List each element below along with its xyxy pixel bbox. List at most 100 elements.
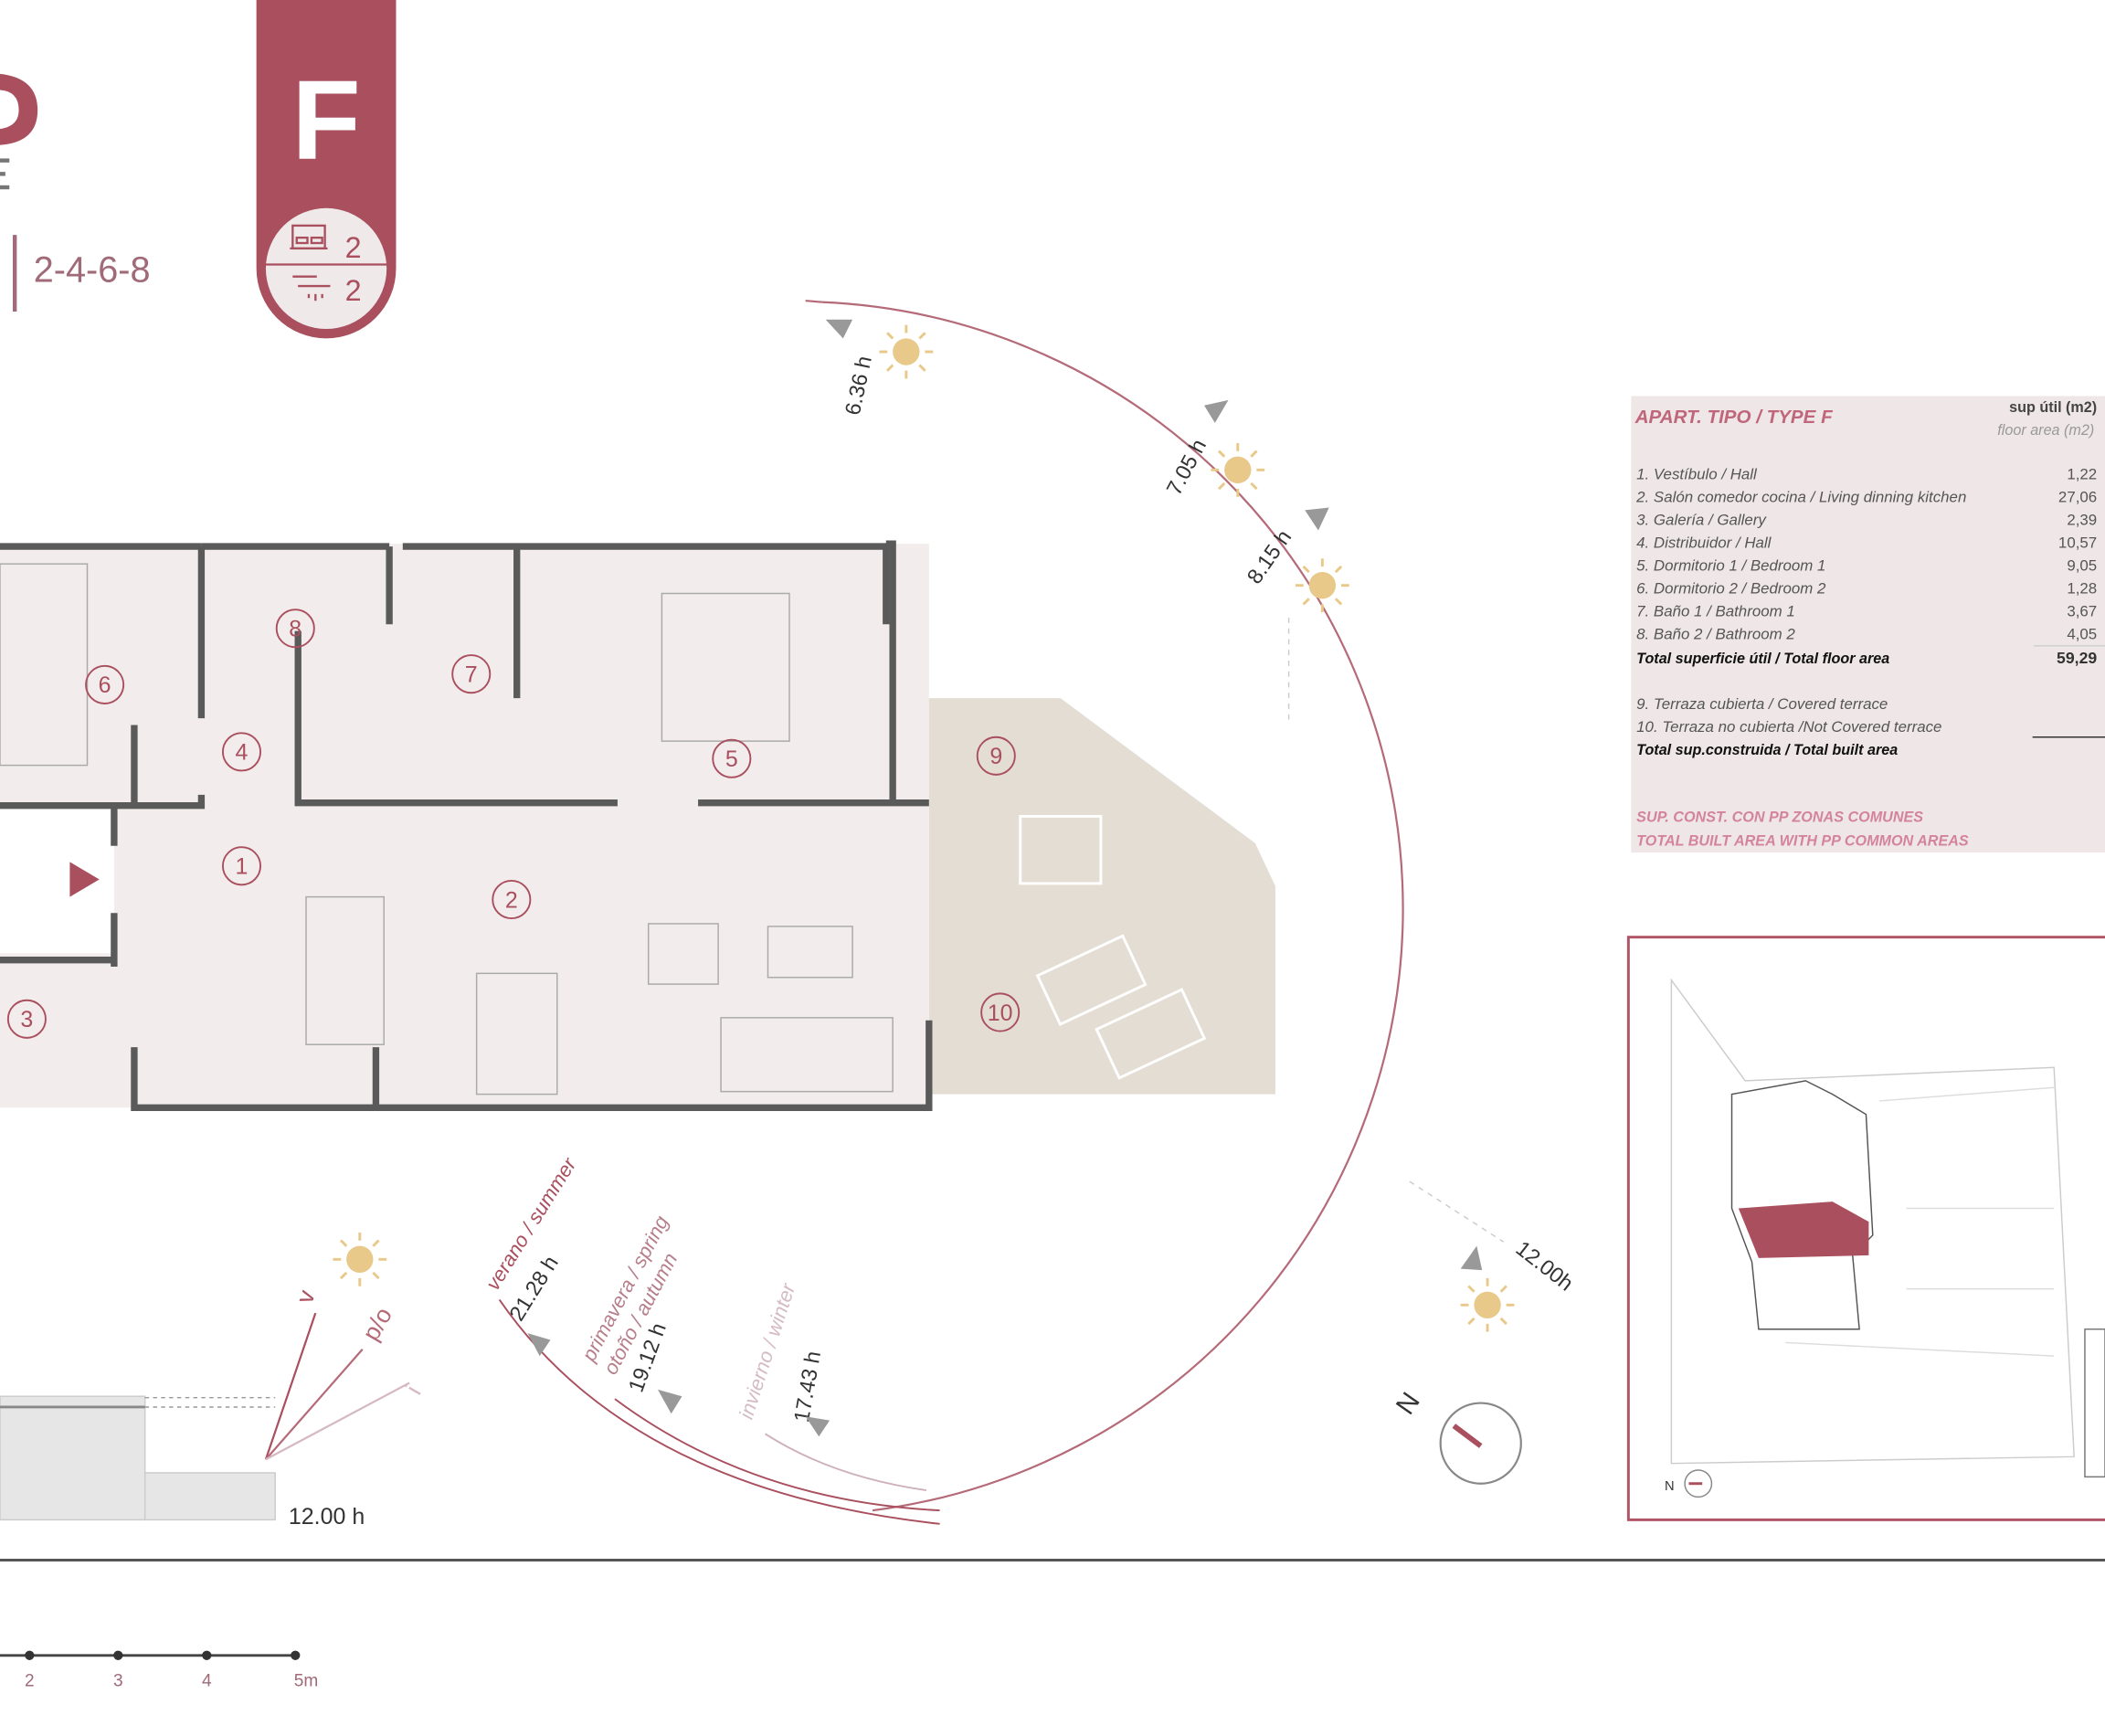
- floors-label: 2-4-6-8: [34, 250, 151, 291]
- svg-text:7.05 h: 7.05 h: [1162, 435, 1211, 499]
- terrace-row: 10. Terraza no cubierta /Not Covered ter…: [1636, 718, 1941, 736]
- svg-text:2,39: 2,39: [2067, 512, 2097, 529]
- type-badge: F 2 2: [256, 0, 397, 339]
- sun-icon: [1211, 442, 1265, 497]
- svg-text:1: 1: [236, 854, 249, 880]
- table-title: APART. TIPO / TYPE F: [1634, 407, 1833, 428]
- svg-text:9,05: 9,05: [2067, 557, 2097, 575]
- bathroom-count: 2: [345, 274, 362, 307]
- shower-icon: [292, 275, 331, 302]
- terrace-area: [893, 698, 1275, 1095]
- ray-label-winter: i: [400, 1381, 427, 1399]
- svg-text:invierno / winter: invierno / winter: [735, 1279, 800, 1422]
- svg-text:3: 3: [20, 1007, 33, 1032]
- svg-text:sup útil (m2): sup útil (m2): [2009, 399, 2097, 416]
- svg-text:4,05: 4,05: [2067, 625, 2097, 642]
- table-row: 5. Dormitorio 1 / Bedroom 1 9,05: [1636, 557, 2097, 575]
- total-floor-label: Total superficie útil / Total floor area: [1636, 651, 1889, 667]
- total-built-label: Total sup.construida / Total built area: [1636, 742, 1898, 758]
- site-plan: N: [1626, 936, 2105, 1521]
- scale-tick-label: 4: [202, 1672, 212, 1691]
- site-north-label: N: [1665, 1479, 1675, 1494]
- sun-icon: [879, 324, 934, 379]
- ray-label-spring-autumn: p/o: [357, 1303, 397, 1346]
- time-marker: 7.05 h: [1162, 399, 1229, 499]
- spring-arc: [614, 1398, 940, 1512]
- winter-arc: [765, 1433, 927, 1492]
- room-number-8: 8: [275, 609, 315, 649]
- svg-text:8: 8: [289, 617, 301, 642]
- logo-fragment: [0, 73, 38, 190]
- summer-arc: [498, 1298, 940, 1525]
- room-number-2: 2: [492, 880, 532, 920]
- apartment-location-highlight: [1738, 1201, 1869, 1258]
- total-floor-value: 59,29: [2057, 649, 2097, 667]
- room-number-10: 10: [980, 992, 1021, 1032]
- svg-text:2. Salón comedor cocina / Livi: 2. Salón comedor cocina / Living dinning…: [1635, 489, 1966, 506]
- apartment-interior: [0, 544, 929, 1108]
- svg-text:4. Distribuidor / Hall: 4. Distribuidor / Hall: [1636, 535, 1772, 552]
- svg-text:8.15 h: 8.15 h: [1243, 525, 1296, 587]
- scale-tick-label: 3: [113, 1672, 123, 1691]
- svg-text:TOTAL BUILT AREA WITH PP COMMO: TOTAL BUILT AREA WITH PP COMMON AREAS: [1636, 833, 1969, 850]
- area-table: APART. TIPO / TYPE F sup útil (m2) floor…: [1631, 396, 2105, 853]
- scale-tick-label: 5m: [294, 1672, 319, 1691]
- table-row: 4. Distribuidor / Hall 10,57: [1636, 535, 2097, 552]
- ray-label-summer: v: [291, 1286, 321, 1307]
- table-row: 1. Vestíbulo / Hall 1,22: [1636, 466, 2097, 483]
- svg-text:1,22: 1,22: [2067, 466, 2097, 483]
- room-number-7: 7: [451, 654, 492, 694]
- sun-icon: [333, 1232, 387, 1286]
- bedroom-count: 2: [345, 231, 362, 264]
- terrace-row: 9. Terraza cubierta / Covered terrace: [1636, 695, 1888, 713]
- svg-text:5. Dormitorio 1 / Bedroom 1: 5. Dormitorio 1 / Bedroom 1: [1636, 557, 1825, 575]
- svg-text:9: 9: [989, 744, 1002, 769]
- room-number-6: 6: [85, 664, 125, 704]
- season-spring-autumn: primavera / spring otoño / autumn 19.12 …: [576, 1212, 682, 1414]
- table-row: 8. Baño 2 / Bathroom 2 4,05: [1636, 625, 2097, 642]
- scale-tick: [202, 1650, 212, 1660]
- scale-bar: 2 3 4 5m: [0, 1650, 319, 1691]
- entrance-arrow-icon: [69, 862, 100, 897]
- bed-icon: [290, 224, 328, 250]
- room-number-5: 5: [712, 738, 752, 778]
- type-letter: F: [291, 57, 360, 183]
- scale-tick: [113, 1650, 123, 1660]
- svg-text:7. Baño 1 / Bathroom 1: 7. Baño 1 / Bathroom 1: [1636, 602, 1795, 619]
- svg-text:1. Vestíbulo / Hall: 1. Vestíbulo / Hall: [1636, 466, 1758, 483]
- svg-text:17.43 h: 17.43 h: [789, 1350, 825, 1424]
- svg-text:1,28: 1,28: [2067, 580, 2097, 598]
- svg-text:6. Dormitorio 2 / Bedroom 2: 6. Dormitorio 2 / Bedroom 2: [1636, 580, 1826, 598]
- season-winter: invierno / winter 17.43 h: [735, 1279, 830, 1437]
- table-row: 2. Salón comedor cocina / Living dinning…: [1635, 489, 2097, 506]
- noon-label: 12.00 h: [289, 1504, 365, 1530]
- svg-text:SUP. CONST. CON PP ZONAS COMUN: SUP. CONST. CON PP ZONAS COMUNES: [1636, 809, 1923, 825]
- scale-tick: [25, 1650, 35, 1660]
- svg-text:3. Galería / Gallery: 3. Galería / Gallery: [1636, 512, 1767, 529]
- svg-text:4: 4: [236, 740, 249, 766]
- svg-text:10,57: 10,57: [2058, 535, 2097, 552]
- north-label: N: [1391, 1387, 1426, 1420]
- time-marker: 12.00h: [1460, 1236, 1578, 1296]
- svg-text:2: 2: [505, 887, 518, 913]
- svg-text:6.36 h: 6.36 h: [841, 354, 876, 417]
- season-summer: verano / summer 21.28 h: [481, 1152, 581, 1357]
- sun-path-arc: [821, 301, 1404, 1512]
- floor-plan: [0, 540, 1275, 1111]
- room-number-4: 4: [221, 732, 262, 772]
- room-number-3: 3: [6, 999, 47, 1039]
- svg-text:12.00h: 12.00h: [1511, 1236, 1578, 1296]
- time-marker: 6.36 h: [825, 319, 876, 418]
- svg-text:floor area (m2): floor area (m2): [1997, 422, 2094, 439]
- svg-text:7: 7: [465, 662, 478, 687]
- room-number-9: 9: [976, 736, 1016, 776]
- svg-text:3,67: 3,67: [2067, 602, 2097, 619]
- north-compass: N: [1391, 1387, 1522, 1485]
- sun-icon: [1295, 558, 1349, 613]
- svg-text:8. Baño 2 / Bathroom 2: 8. Baño 2 / Bathroom 2: [1636, 625, 1795, 642]
- scale-tick-label: 2: [25, 1672, 35, 1691]
- svg-text:27,06: 27,06: [2058, 489, 2097, 506]
- sun-icon: [1460, 1277, 1515, 1332]
